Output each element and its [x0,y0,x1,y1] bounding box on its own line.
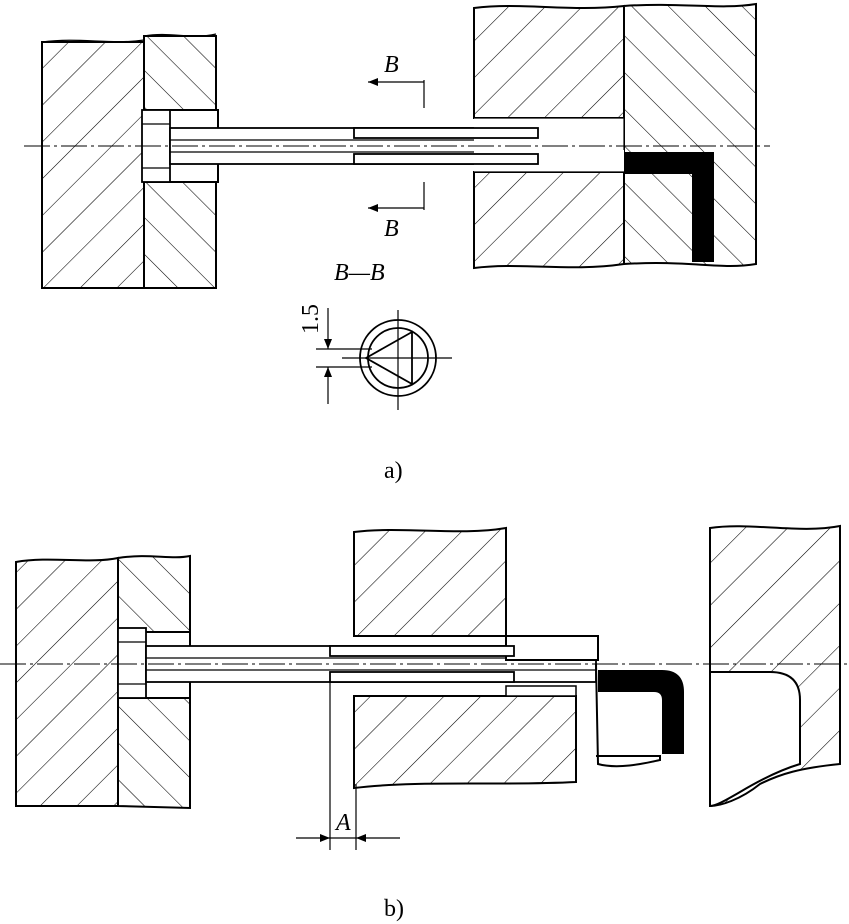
dimension-a: A [296,682,400,850]
section-cut-marker-bottom: B [368,182,425,242]
caption-b: b) [384,896,404,922]
section-view-title: B—B [334,260,385,286]
figure-b: A b) [0,524,849,922]
ejected-core [595,663,661,768]
section-label-top: B [384,52,399,78]
pin-head-b [117,627,147,699]
section-label-bottom: B [384,216,399,242]
dimension-value: 1.5 [298,304,324,334]
ejector-sleeve-b [329,645,515,683]
section-cut-marker-top: B [368,52,425,108]
dimension-label: A [334,810,351,836]
molded-part-b [598,670,684,754]
ejector-sleeve [353,127,539,165]
figure-a: B B B—B 1.5 a) [24,2,770,484]
middle-mold-plate [353,526,599,790]
right-mold-plate-b [709,524,841,808]
molded-part [624,152,714,262]
right-mold-plates [473,2,757,270]
section-view-b-b: B—B 1.5 [298,260,452,410]
caption-a: a) [384,458,403,484]
